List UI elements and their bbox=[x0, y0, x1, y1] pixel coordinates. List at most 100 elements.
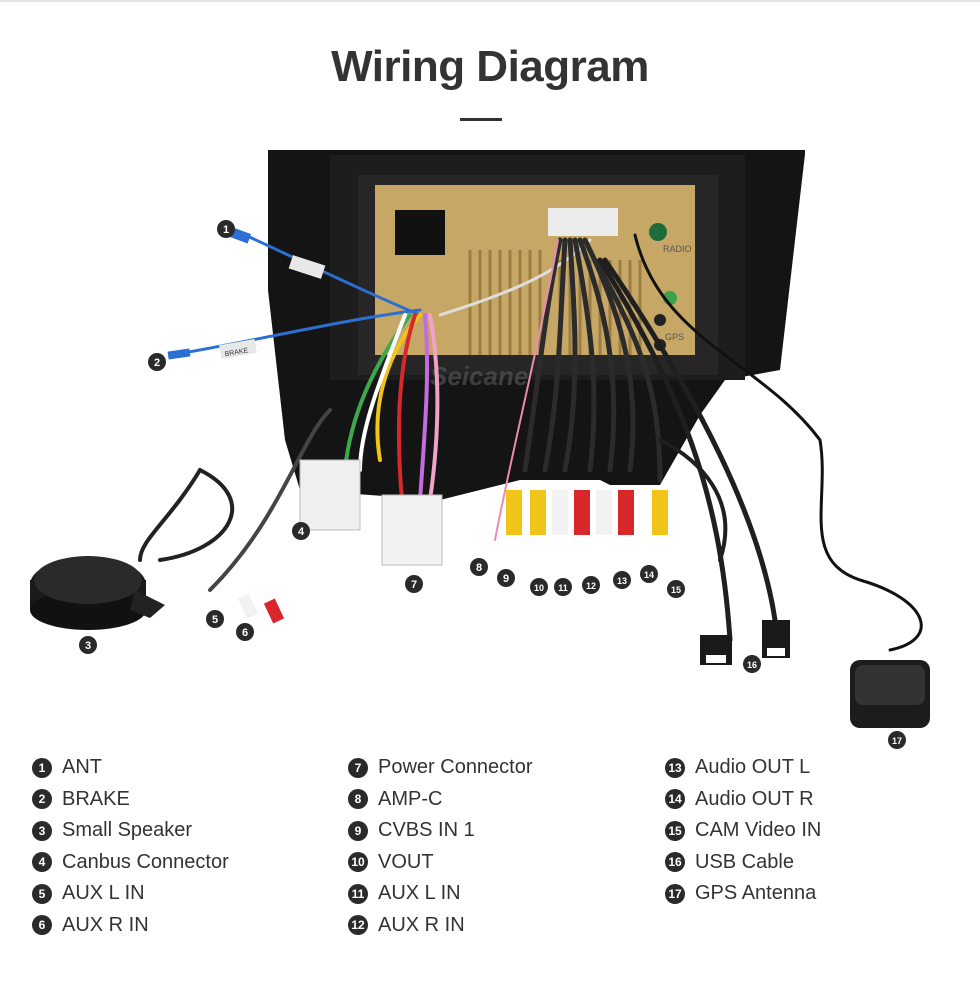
legend-label: GPS Antenna bbox=[695, 882, 817, 905]
callout-14: 14 bbox=[640, 565, 658, 583]
legend-item: 7 Power Connector bbox=[348, 752, 533, 784]
legend-item: 12 AUX R IN bbox=[348, 910, 533, 942]
svg-text:5: 5 bbox=[212, 614, 218, 626]
legend-label: AMP-C bbox=[378, 787, 443, 810]
legend-label: AUX L IN bbox=[378, 882, 461, 905]
legend-column-2: 7 Power Connector 8 AMP-C 9 CVBS IN 1 10 VOU… bbox=[348, 752, 533, 941]
brake-tag: BRAKE bbox=[224, 347, 249, 358]
callout-12: 12 bbox=[582, 576, 600, 594]
legend-item: 17 GPS Antenna bbox=[665, 878, 821, 910]
legend-number: 5 bbox=[32, 883, 52, 904]
svg-text:9: 9 bbox=[503, 573, 509, 585]
callout-7: 7 bbox=[405, 575, 423, 593]
legend-number: 10 bbox=[348, 852, 368, 873]
callout-2: 2 bbox=[148, 353, 166, 371]
legend-item: 6 AUX R IN bbox=[32, 910, 229, 942]
title-underline bbox=[460, 118, 502, 121]
svg-text:17: 17 bbox=[892, 736, 902, 746]
callout-4: 4 bbox=[292, 522, 310, 540]
legend-item: 13 Audio OUT L bbox=[665, 752, 821, 784]
legend-number: 1 bbox=[32, 757, 52, 778]
svg-text:7: 7 bbox=[411, 579, 417, 591]
callout-11: 11 bbox=[554, 578, 572, 596]
legend-item: 14 Audio OUT R bbox=[665, 784, 821, 816]
legend-label: Audio OUT R bbox=[695, 787, 814, 810]
legend-item: 16 USB Cable bbox=[665, 847, 821, 879]
legend-label: AUX R IN bbox=[62, 913, 149, 936]
svg-text:14: 14 bbox=[644, 570, 654, 580]
svg-text:12: 12 bbox=[586, 581, 596, 591]
callout-9: 9 bbox=[497, 569, 515, 587]
legend-item: 1 ANT bbox=[32, 752, 229, 784]
callout-markers: 1 2 3 4 5 6 7 8 9 10 11 12 13 14 15 16 1… bbox=[79, 220, 906, 749]
legend-item: 9 CVBS IN 1 bbox=[348, 815, 533, 847]
callout-3: 3 bbox=[79, 636, 97, 654]
svg-text:1: 1 bbox=[223, 224, 229, 236]
legend-number: 11 bbox=[348, 883, 368, 904]
legend-label: Canbus Connector bbox=[62, 850, 229, 873]
legend-label: Audio OUT L bbox=[695, 756, 811, 779]
legend-label: ANT bbox=[62, 756, 102, 779]
svg-text:13: 13 bbox=[617, 576, 627, 586]
small-speaker bbox=[30, 556, 165, 630]
legend-item: 8 AMP-C bbox=[348, 784, 533, 816]
callout-10: 10 bbox=[530, 578, 548, 596]
legend-number: 7 bbox=[348, 757, 368, 778]
callout-16: 16 bbox=[743, 655, 761, 673]
svg-text:15: 15 bbox=[671, 585, 681, 595]
legend-column-1: 1 ANT 2 BRAKE 3 Small Speaker 4 Canbus Conne… bbox=[32, 752, 229, 941]
svg-text:3: 3 bbox=[85, 640, 91, 652]
legend-label: CAM Video IN bbox=[695, 819, 822, 842]
legend-number: 4 bbox=[32, 852, 52, 873]
legend-number: 6 bbox=[32, 915, 52, 936]
legend-number: 17 bbox=[665, 883, 685, 904]
svg-text:2: 2 bbox=[154, 357, 160, 369]
svg-text:11: 11 bbox=[558, 583, 568, 593]
legend-label: AUX L IN bbox=[62, 882, 145, 905]
legend-label: Power Connector bbox=[378, 756, 533, 779]
wire-harness bbox=[138, 233, 923, 652]
top-divider bbox=[0, 0, 980, 2]
legend-number: 14 bbox=[665, 789, 685, 810]
legend-item: 10 VOUT bbox=[348, 847, 533, 879]
legend-number: 9 bbox=[348, 820, 368, 841]
legend-number: 16 bbox=[665, 852, 685, 873]
legend-number: 8 bbox=[348, 789, 368, 810]
legend-number: 3 bbox=[32, 820, 52, 841]
connectors: BRAKE bbox=[167, 226, 930, 728]
callout-5: 5 bbox=[206, 610, 224, 628]
svg-text:8: 8 bbox=[476, 562, 482, 574]
legend-item: 2 BRAKE bbox=[32, 784, 229, 816]
svg-text:10: 10 bbox=[534, 583, 544, 593]
legend-label: BRAKE bbox=[62, 787, 130, 810]
wiring-photo: RADIO GPS Seicane bbox=[30, 150, 930, 749]
callout-6: 6 bbox=[236, 623, 254, 641]
gps-port-label: GPS bbox=[665, 332, 684, 342]
legend-label: VOUT bbox=[378, 850, 434, 873]
callout-1: 1 bbox=[217, 220, 235, 238]
callout-17: 17 bbox=[888, 731, 906, 749]
page-title: Wiring Diagram bbox=[331, 42, 649, 91]
legend-label: CVBS IN 1 bbox=[378, 819, 475, 842]
legend-item: 3 Small Speaker bbox=[32, 815, 229, 847]
svg-text:4: 4 bbox=[298, 526, 305, 538]
legend-column-3: 13 Audio OUT L 14 Audio OUT R 15 CAM Video … bbox=[665, 752, 821, 910]
legend-label: USB Cable bbox=[695, 850, 794, 873]
radio-port-label: RADIO bbox=[663, 244, 692, 254]
legend-label: AUX R IN bbox=[378, 913, 465, 936]
legend-number: 13 bbox=[665, 757, 685, 778]
svg-text:16: 16 bbox=[747, 660, 757, 670]
legend: 1 ANT 2 BRAKE 3 Small Speaker 4 Canbus Conne… bbox=[0, 752, 980, 952]
legend-item: 4 Canbus Connector bbox=[32, 847, 229, 879]
svg-text:6: 6 bbox=[242, 627, 248, 639]
legend-number: 15 bbox=[665, 820, 685, 841]
legend-number: 2 bbox=[32, 789, 52, 810]
watermark: Seicane bbox=[430, 361, 528, 391]
legend-item: 5 AUX L IN bbox=[32, 878, 229, 910]
legend-number: 12 bbox=[348, 915, 368, 936]
legend-item: 15 CAM Video IN bbox=[665, 815, 821, 847]
callout-8: 8 bbox=[470, 558, 488, 576]
legend-item: 11 AUX L IN bbox=[348, 878, 533, 910]
legend-label: Small Speaker bbox=[62, 819, 193, 842]
callout-15: 15 bbox=[667, 580, 685, 598]
